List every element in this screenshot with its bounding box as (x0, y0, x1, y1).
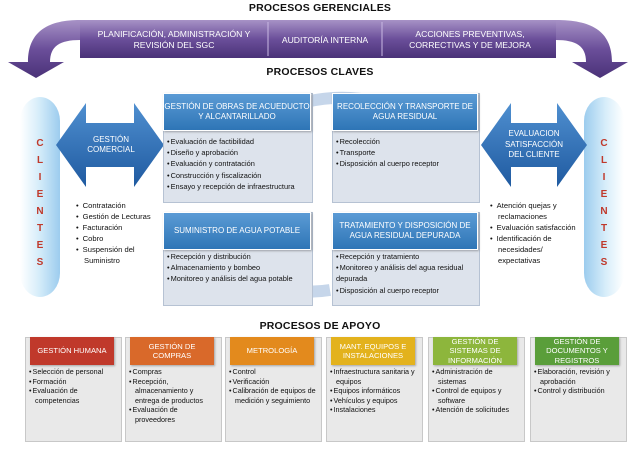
mantenimiento-header: MANT. EQUIPOS E INSTALACIONES (331, 337, 415, 365)
list-item: Cobro (76, 233, 166, 244)
list-item: Recepción y distribución (167, 251, 311, 262)
letter: S (600, 257, 608, 268)
list-item: Evaluación de competencias (29, 386, 117, 405)
gestion-compras-list: Compras Recepción, almacenamiento y entr… (129, 367, 217, 425)
evaluacion-satisfaccion-list: Atención quejas y reclamaciones Evaluaci… (490, 200, 578, 266)
list-item: Infraestructura sanitaria y equipos (330, 367, 420, 386)
list-item: Recepción y tratamiento (336, 251, 476, 262)
letter: N (600, 206, 608, 217)
metrologia-list: Control Verificación Calibración de equi… (229, 367, 317, 405)
letter: I (38, 172, 42, 183)
list-item: Suspensión del Suministro (76, 244, 166, 266)
evaluacion-satisfaccion-arrow (481, 103, 587, 187)
list-item: Calibración de equipos de medición y seg… (229, 386, 317, 405)
list-item: Gestión de Lecturas (76, 211, 166, 222)
letter: S (36, 257, 44, 268)
list-item: Atención quejas y reclamaciones (490, 200, 578, 222)
list-item: Vehículos y equipos (330, 396, 420, 406)
list-item: Recolección (336, 136, 476, 147)
list-item: Control (229, 367, 317, 377)
list-item: Elaboración, revisión y aprobación (534, 367, 624, 386)
list-item: Disposición al cuerpo receptor (336, 285, 476, 296)
list-item: Construcción y fiscalización (167, 170, 309, 181)
recoleccion-list: Recolección Transporte Disposición al cu… (336, 136, 476, 170)
list-item: Control de equipos y software (432, 386, 520, 405)
list-item: Identificación de necesidades/ expectati… (490, 233, 578, 266)
tratamiento-list: Recepción y tratamiento Monitoreo y anál… (336, 251, 476, 296)
list-item: Almacenamiento y bombeo (167, 262, 311, 273)
list-item: Transporte (336, 147, 476, 158)
letter: L (600, 155, 608, 166)
suministro-list: Recepción y distribución Almacenamiento … (167, 251, 311, 285)
list-item: Evaluación satisfacción (490, 222, 578, 233)
letter: N (36, 206, 44, 217)
sistemas-informacion-header: GESTIÓN DE SISTEMAS DE INFORMACIÓN (433, 337, 517, 365)
list-item: Recepción, almacenamiento y entrega de p… (129, 377, 217, 406)
letter: T (600, 223, 608, 234)
tratamiento-header: TRATAMIENTO Y DISPOSICIÓN DE AGUA RESIDU… (332, 212, 478, 250)
gerencial-auditoria: AUDITORÍA INTERNA (281, 34, 369, 45)
letter: E (600, 240, 608, 251)
obras-header: GESTIÓN DE OBRAS DE ACUEDUCTO Y ALCANTAR… (163, 93, 311, 131)
letter: C (36, 138, 44, 149)
gerenciales-title: PROCESOS GERENCIALES (248, 2, 392, 14)
gerencial-acciones: ACCIONES PREVENTIVAS, CORRECTIVAS Y DE M… (409, 29, 531, 50)
list-item: Ensayo y recepción de infraestructura (167, 181, 309, 192)
gestion-comercial-label: GESTIÓN COMERCIAL (87, 134, 135, 154)
letter: C (600, 138, 608, 149)
clientes-right-letters: C L I E N T E S (584, 135, 624, 271)
letter: E (36, 240, 44, 251)
list-item: Disposición al cuerpo receptor (336, 158, 476, 169)
list-item: Evaluación de factibilidad (167, 136, 309, 147)
letter: E (600, 189, 608, 200)
letter: T (36, 223, 44, 234)
gestion-comercial-arrow (56, 103, 164, 187)
sistemas-informacion-list: Administración de sistemas Control de eq… (432, 367, 520, 415)
list-item: Facturación (76, 222, 166, 233)
list-item: Equipos informáticos (330, 386, 420, 396)
list-item: Formación (29, 377, 117, 387)
apoyo-title: PROCESOS DE APOYO (259, 320, 381, 332)
documentos-registros-list: Elaboración, revisión y aprobación Contr… (534, 367, 624, 396)
letter: I (602, 172, 606, 183)
list-item: Monitoreo y análisis del agua residual d… (336, 262, 476, 284)
gestion-comercial-list: Contratación Gestión de Lecturas Factura… (76, 200, 166, 266)
list-item: Selección de personal (29, 367, 117, 377)
list-item: Evaluación de proveedores (129, 405, 217, 424)
clientes-left-pillar: C L I E N T E S (20, 97, 60, 297)
list-item: Contratación (76, 200, 166, 211)
list-item: Compras (129, 367, 217, 377)
gerenciales-band (8, 20, 628, 78)
gestion-humana-list: Selección de personal Formación Evaluaci… (29, 367, 117, 405)
recoleccion-header: RECOLECCIÓN Y TRANSPORTE DE AGUA RESIDUA… (332, 93, 478, 131)
gestion-compras-header: GESTIÓN DE COMPRAS (130, 337, 214, 365)
list-item: Verificación (229, 377, 317, 387)
band-body (80, 20, 556, 58)
list-item: Instalaciones (330, 405, 420, 415)
list-item: Atención de solicitudes (432, 405, 520, 415)
list-item: Diseño y aprobación (167, 147, 309, 158)
suministro-header: SUMINISTRO DE AGUA POTABLE (163, 212, 311, 250)
clientes-right-pillar: C L I E N T E S (584, 97, 624, 297)
clientes-left-letters: C L I E N T E S (20, 135, 60, 271)
metrologia-header: METROLOGÍA (230, 337, 314, 365)
letter: L (36, 155, 44, 166)
mantenimiento-list: Infraestructura sanitaria y equipos Equi… (330, 367, 420, 415)
gerencial-planificacion: PLANIFICACIÓN, ADMINISTRACIÓN Y REVISIÓN… (97, 29, 251, 50)
list-item: Control y distribución (534, 386, 624, 396)
obras-list: Evaluación de factibilidad Diseño y apro… (167, 136, 309, 192)
gestion-humana-header: GESTIÓN HUMANA (30, 337, 114, 365)
evaluacion-satisfaccion-label: EVALUACION SATISFACCIÓN DEL CLIENTE (504, 129, 564, 160)
list-item: Evaluación y contratación (167, 158, 309, 169)
list-item: Administración de sistemas (432, 367, 520, 386)
documentos-registros-header: GESTIÓN DE DOCUMENTOS Y REGISTROS (535, 337, 619, 365)
claves-title: PROCESOS CLAVES (266, 66, 374, 78)
letter: E (36, 189, 44, 200)
list-item: Monitoreo y análisis del agua potable (167, 273, 311, 284)
